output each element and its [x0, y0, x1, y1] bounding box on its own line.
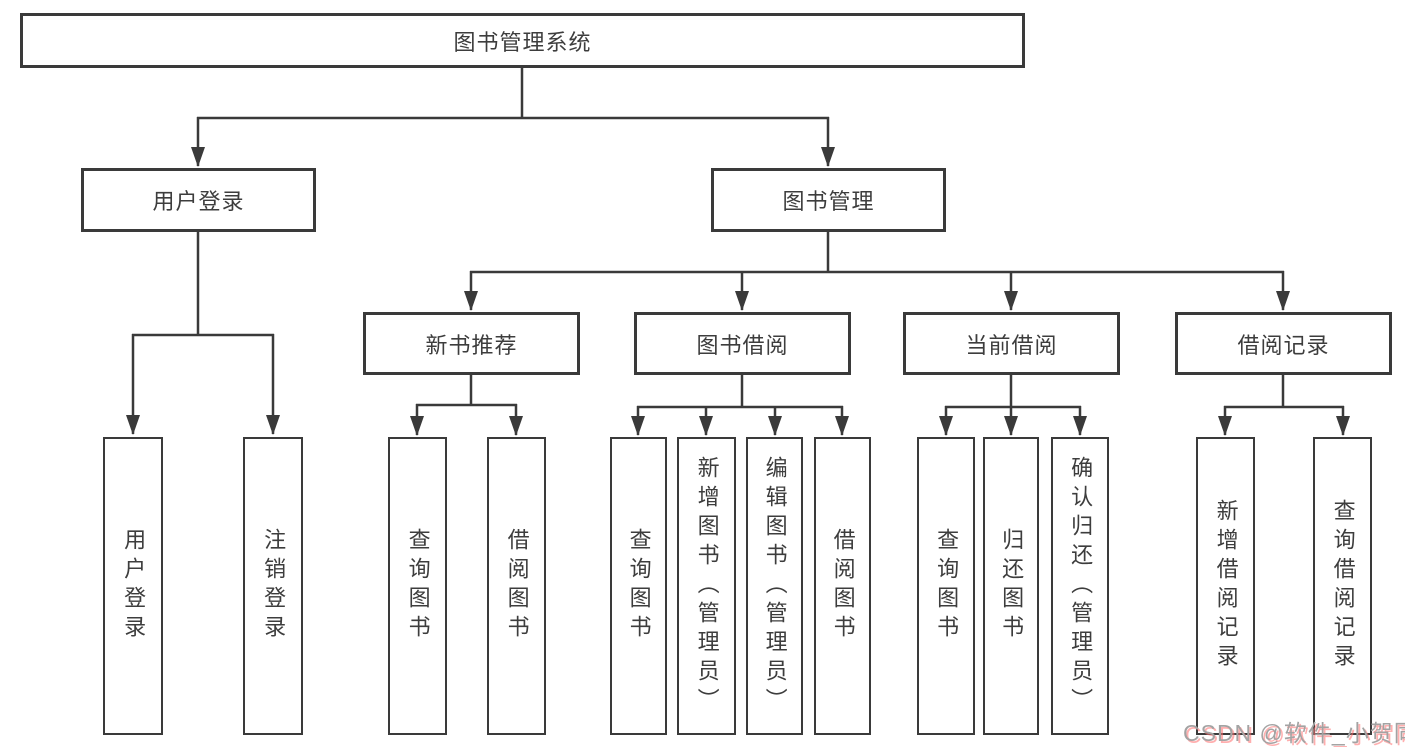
- node-book-management-label: 图书管理: [782, 189, 875, 214]
- leaf-current-confirm-return: 确认归还（管理员）: [1051, 437, 1109, 735]
- leaf-current-confirm-return-label: 确认归还（管理员）: [1068, 455, 1094, 717]
- node-new-book-recommend: 新书推荐: [363, 312, 580, 375]
- leaf-current-return-books-label: 归还图书: [999, 528, 1025, 644]
- node-borrow-record: 借阅记录: [1175, 312, 1392, 375]
- node-borrow-record-label: 借阅记录: [1237, 332, 1330, 358]
- leaf-recommend-query-books-label: 查询图书: [405, 528, 431, 644]
- leaf-record-add-record: 新增借阅记录: [1196, 437, 1255, 735]
- leaf-borrow-borrow-books: 借阅图书: [814, 437, 871, 735]
- leaf-user-login-label: 用户登录: [121, 528, 147, 644]
- node-book-borrow: 图书借阅: [634, 312, 851, 375]
- node-user-login-label: 用户登录: [152, 189, 245, 214]
- leaf-borrow-edit-books: 编辑图书（管理员）: [746, 437, 803, 735]
- leaf-borrow-query-books: 查询图书: [610, 437, 667, 735]
- leaf-logout-label: 注销登录: [261, 528, 287, 644]
- leaf-logout: 注销登录: [243, 437, 303, 735]
- leaf-record-query-record: 查询借阅记录: [1313, 437, 1372, 735]
- node-current-borrow-label: 当前借阅: [965, 332, 1058, 358]
- leaf-current-query-books: 查询图书: [917, 437, 975, 735]
- leaf-borrow-edit-books-label: 编辑图书（管理员）: [762, 455, 788, 717]
- leaf-recommend-query-books: 查询图书: [388, 437, 447, 735]
- leaf-current-query-books-label: 查询图书: [934, 528, 960, 644]
- leaf-borrow-add-books-label: 新增图书（管理员）: [694, 455, 720, 717]
- csdn-watermark: CSDN @软件_小贺同学: [1183, 720, 1405, 746]
- leaf-record-query-record-label: 查询借阅记录: [1330, 499, 1356, 673]
- node-book-management: 图书管理: [711, 168, 946, 232]
- leaf-recommend-borrow-books-label: 借阅图书: [504, 528, 530, 644]
- leaf-user-login: 用户登录: [103, 437, 163, 735]
- node-current-borrow: 当前借阅: [903, 312, 1120, 375]
- leaf-recommend-borrow-books: 借阅图书: [487, 437, 546, 735]
- leaf-borrow-borrow-books-label: 借阅图书: [830, 528, 856, 644]
- leaf-borrow-add-books: 新增图书（管理员）: [677, 437, 736, 735]
- leaf-record-add-record-label: 新增借阅记录: [1213, 499, 1239, 673]
- node-user-login: 用户登录: [81, 168, 316, 232]
- leaf-borrow-query-books-label: 查询图书: [626, 528, 652, 644]
- node-root-label: 图书管理系统: [453, 29, 592, 55]
- node-book-borrow-label: 图书借阅: [696, 332, 789, 358]
- leaf-current-return-books: 归还图书: [983, 437, 1039, 735]
- node-new-book-recommend-label: 新书推荐: [425, 332, 518, 358]
- node-root: 图书管理系统: [20, 13, 1025, 68]
